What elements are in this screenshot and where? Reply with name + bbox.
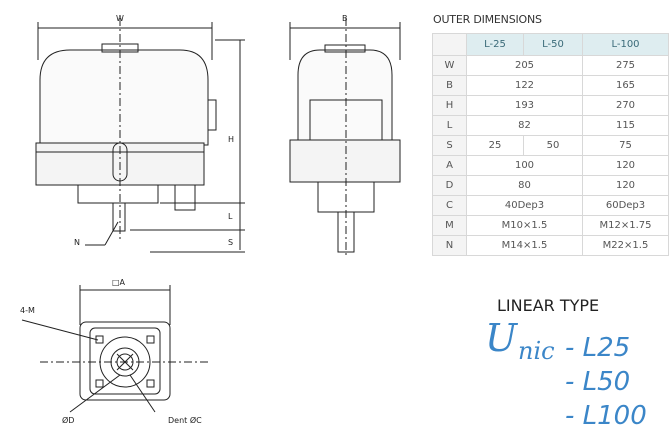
dim-n-label: N	[74, 238, 80, 247]
dim-h-label: H	[228, 135, 235, 144]
cell-l100: 270	[582, 95, 669, 116]
dim-a-label: □A	[112, 278, 126, 287]
cell-l100: 115	[582, 115, 669, 136]
cell-l25-l50: M10×1.5	[466, 215, 583, 236]
cell-l100: M22×1.5	[582, 235, 669, 256]
technical-drawing	[21, 18, 401, 413]
cell-l100: 120	[582, 155, 669, 176]
cell-l25-l50: 193	[466, 95, 583, 116]
row-key: L	[432, 115, 467, 136]
header-corner	[432, 33, 467, 56]
bottom-view	[21, 285, 210, 413]
dim-c-label: Dent ØC	[168, 416, 202, 425]
dim-w-label: W	[116, 14, 124, 23]
row-key: W	[432, 55, 467, 76]
cell-l100: 120	[582, 175, 669, 196]
row-key: M	[432, 215, 467, 236]
cell-l25-l50: 122	[466, 75, 583, 96]
dim-b-label: B	[342, 14, 348, 23]
cell-l25-l50: 205	[466, 55, 583, 76]
cell-l25-l50: 40Dep3	[466, 195, 583, 216]
brand-u: U	[485, 316, 518, 360]
col-header: L-100	[582, 33, 669, 56]
row-key: A	[432, 155, 467, 176]
cell-l100: 275	[582, 55, 669, 76]
brand-nic: nic	[518, 337, 555, 365]
cell-l50: 50	[523, 135, 583, 156]
cell-l25-l50: M14×1.5	[466, 235, 583, 256]
dim-l-label: L	[228, 212, 233, 221]
table-header-row: L-25 L-50 L-100	[432, 33, 669, 56]
front-view	[35, 18, 245, 253]
cell-l25-l50: 100	[466, 155, 583, 176]
side-view	[289, 18, 401, 258]
linear-type-label: LINEAR TYPE	[497, 296, 600, 315]
dim-s-label: S	[228, 238, 234, 247]
model-l100: - L100	[565, 401, 647, 431]
cell-l25-l50: 82	[466, 115, 583, 136]
dim-d-label: ØD	[62, 416, 75, 425]
cell-l100: 75	[582, 135, 669, 156]
model-l50: - L50	[565, 367, 631, 397]
row-key: C	[432, 195, 467, 216]
row-key: B	[432, 75, 467, 96]
row-key: N	[432, 235, 467, 256]
table-title: OUTER DIMENSIONS	[433, 13, 542, 26]
col-header: L-25	[466, 33, 524, 56]
cell-l25: 25	[466, 135, 524, 156]
row-key: H	[432, 95, 467, 116]
col-header: L-50	[523, 33, 583, 56]
row-key: S	[432, 135, 467, 156]
cell-l100: 60Dep3	[582, 195, 669, 216]
cell-l100: M12×1.75	[582, 215, 669, 236]
model-l25: - L25	[565, 333, 631, 363]
cell-l100: 165	[582, 75, 669, 96]
cell-l25-l50: 80	[466, 175, 583, 196]
dim-m-label: 4-M	[20, 306, 35, 315]
row-key: D	[432, 175, 467, 196]
